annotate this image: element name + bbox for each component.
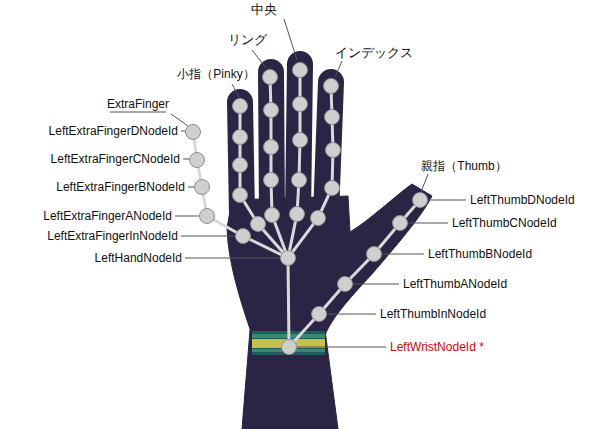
joint — [325, 110, 340, 125]
joint — [233, 158, 248, 173]
node-id-label: LeftThumbCNodeId — [452, 216, 557, 230]
node-id-label: LeftExtraFingerBNodeId — [56, 180, 185, 194]
joint — [292, 173, 307, 188]
leader-line — [297, 347, 386, 348]
joint — [281, 251, 296, 266]
joint — [263, 70, 278, 85]
leader-line — [408, 223, 448, 224]
leader-line — [428, 200, 466, 201]
joint — [264, 103, 279, 118]
leader-line — [327, 314, 376, 315]
joint — [195, 180, 210, 195]
node-id-label: LeftThumbANodeId — [403, 277, 507, 291]
node-id-label: LeftExtraFingerInNodeId — [47, 229, 178, 243]
joint — [293, 133, 308, 148]
joint — [312, 307, 327, 322]
leader-line — [181, 236, 235, 237]
leader-line — [175, 216, 199, 217]
joint — [293, 63, 308, 78]
finger-name: リング — [228, 33, 267, 47]
joint — [290, 207, 305, 222]
joint — [326, 143, 341, 158]
leader-line — [232, 84, 239, 97]
finger-name: インデックス — [335, 46, 413, 60]
underline — [110, 112, 166, 113]
node-id-label: LeftThumbBNodeId — [428, 247, 532, 261]
node-id-label: LeftExtraFingerDNodeId — [49, 124, 178, 138]
finger-name: 小指（Pinky） — [177, 67, 254, 81]
bone — [288, 258, 289, 347]
hand-silhouette — [227, 64, 432, 429]
bones — [193, 70, 420, 347]
leader-line — [382, 254, 424, 255]
joint — [190, 153, 205, 168]
node-id-label: LeftThumbDNodeId — [470, 193, 575, 207]
joint — [367, 247, 382, 262]
joint — [393, 216, 408, 231]
joint — [200, 209, 215, 224]
node-id-label: LeftHandNodeId — [95, 251, 182, 265]
node-id-label: LeftExtraFingerANodeId — [43, 209, 172, 223]
node-id-label: LeftExtraFingerCNodeId — [51, 152, 180, 166]
finger-name: ExtraFinger — [107, 97, 169, 111]
joint — [282, 340, 297, 355]
finger-name: 親指（Thumb） — [421, 159, 506, 173]
joint — [311, 211, 326, 226]
leader-line — [185, 258, 280, 259]
joint — [324, 79, 339, 94]
leader-line — [181, 131, 185, 132]
joint — [413, 193, 428, 208]
joint — [293, 97, 308, 112]
leader-line — [353, 284, 399, 285]
joint — [186, 125, 201, 140]
fingers — [240, 64, 331, 215]
joint — [325, 181, 340, 196]
bone — [289, 200, 420, 347]
leader-line — [335, 61, 342, 77]
joint — [233, 188, 248, 203]
leader-line — [421, 174, 428, 192]
joint — [251, 217, 266, 232]
joint — [264, 140, 279, 155]
finger-name: 中央 — [251, 3, 277, 17]
forearm — [242, 330, 338, 429]
leader-line — [183, 159, 189, 160]
joint — [338, 277, 353, 292]
leader-line — [188, 187, 194, 188]
joint — [233, 130, 248, 145]
node-id-label: LeftThumbInNodeId — [380, 307, 486, 321]
leader-line — [252, 50, 266, 68]
joint — [233, 99, 248, 114]
node-id-label: LeftWristNodeId * — [390, 340, 484, 354]
leader-line — [284, 19, 297, 60]
joint — [264, 173, 279, 188]
joint — [265, 208, 280, 223]
joint — [236, 229, 251, 244]
